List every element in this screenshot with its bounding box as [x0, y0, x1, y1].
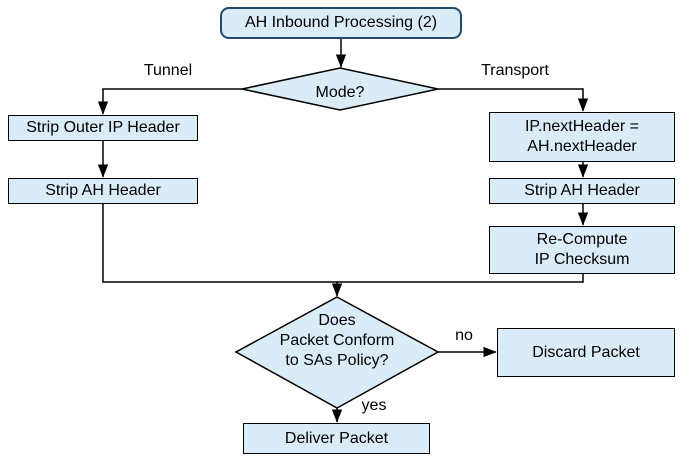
node-set-ip-next-header: IP.nextHeader = AH.nextHeader	[489, 112, 675, 162]
node-deliver-packet: Deliver Packet	[243, 423, 430, 454]
node-strip-outer-ip-header: Strip Outer IP Header	[8, 115, 198, 141]
node-discard-packet: Discard Packet	[497, 328, 675, 377]
edge-label-no: no	[455, 327, 473, 344]
edge-label-yes: yes	[361, 397, 387, 414]
edge-merge-right	[336, 274, 584, 283]
edge-label-tunnel: Tunnel	[143, 62, 193, 79]
node-strip-ah-header-transport: Strip AH Header	[489, 178, 675, 204]
edge-label-transport: Transport	[481, 62, 549, 79]
edge-merge-left	[102, 204, 338, 283]
node-ah-inbound-processing: AH Inbound Processing (2)	[220, 7, 462, 39]
mode-decision-label: Mode?	[315, 84, 365, 101]
edge-mode-to-set-next-transport	[438, 88, 589, 112]
node-strip-ah-header-tunnel: Strip AH Header	[8, 178, 198, 204]
policy-decision-label: Does Packet Conform to SAs Policy?	[279, 312, 395, 369]
node-recompute-ip-checksum: Re-Compute IP Checksum	[489, 226, 675, 274]
mode-decision-diamond	[241, 67, 439, 111]
edge-mode-to-strip-outer-tunnel	[97, 88, 242, 115]
